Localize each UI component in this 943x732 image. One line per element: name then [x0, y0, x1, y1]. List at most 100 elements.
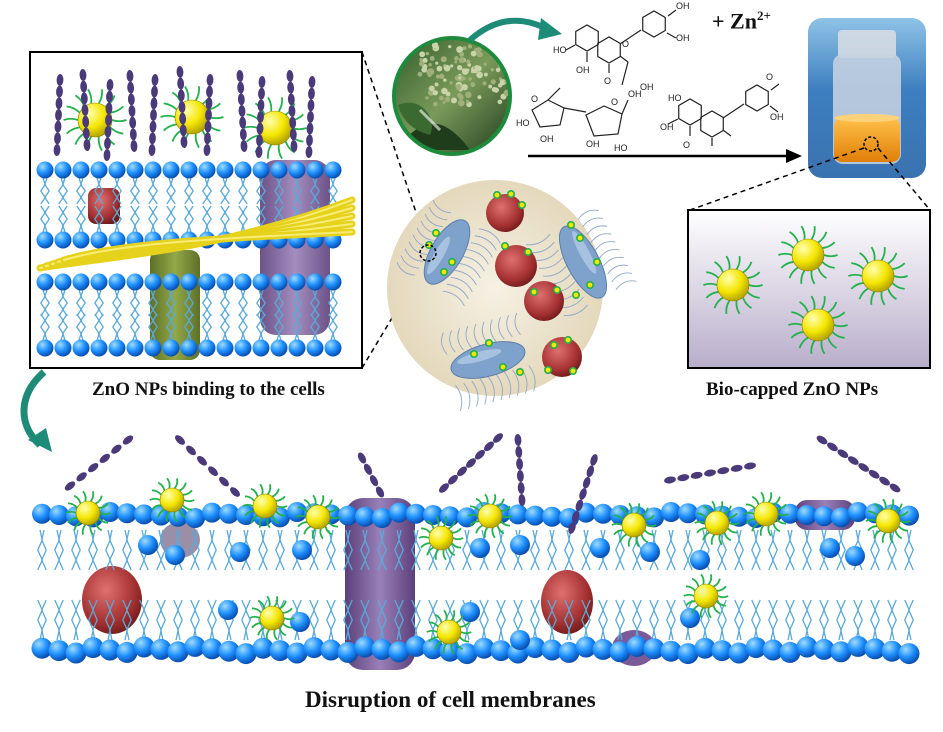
- lipid-tail: [870, 599, 876, 641]
- capping-ligand: [428, 636, 439, 643]
- lipid-head: [406, 503, 426, 524]
- pilus: [506, 314, 513, 338]
- lipid-tail: [534, 529, 540, 571]
- vial-focus-marker: [863, 136, 879, 152]
- glycan-chain: [514, 434, 526, 506]
- capping-ligand: [251, 622, 262, 629]
- sugar-unit: [150, 97, 158, 110]
- pilus: [457, 328, 464, 351]
- sugar-ring: [531, 99, 565, 128]
- capping-ligand: [303, 525, 311, 535]
- lipid-tail: [278, 177, 284, 205]
- capping-ligand: [266, 595, 271, 607]
- bond: [565, 44, 576, 51]
- atom-label: O: [683, 140, 690, 150]
- capping-ligand: [184, 85, 190, 101]
- lipid-head: [235, 643, 257, 665]
- zno-nanoparticle: [694, 500, 740, 546]
- zno-core: [875, 508, 901, 534]
- lipid-head: [54, 273, 72, 291]
- mini-nanoparticle: [500, 242, 509, 251]
- lipid-tail: [398, 599, 404, 641]
- lipid-tail: [58, 177, 64, 205]
- bond: [619, 55, 629, 63]
- sugar-unit: [104, 125, 112, 138]
- lipid-tail: [479, 599, 485, 641]
- lipid-tail: [71, 599, 77, 641]
- capping-ligand: [889, 499, 895, 510]
- flower-bud: [488, 84, 493, 89]
- lipid-tail: [904, 599, 910, 641]
- sugar-unit: [516, 470, 524, 482]
- capping-ligand: [760, 491, 765, 503]
- lipid-tail: [551, 599, 557, 641]
- capping-ligand: [694, 520, 706, 524]
- lipid-tail: [751, 599, 757, 641]
- binding-caption: ZnO NPs binding to the cells: [92, 379, 325, 400]
- pilus: [441, 332, 448, 355]
- lipid-tail: [260, 313, 266, 341]
- capping-ligand: [691, 604, 699, 614]
- capping-ligand: [65, 510, 77, 514]
- capping-ligand: [790, 331, 804, 339]
- zno-core: [753, 501, 779, 527]
- lipid-tail: [823, 599, 829, 641]
- atom-label: O: [604, 76, 611, 86]
- lipid-tail: [130, 289, 136, 317]
- capping-ligand: [151, 504, 162, 511]
- capping-ligand: [850, 282, 864, 290]
- sugar-unit: [149, 120, 157, 133]
- lipid-head: [510, 630, 530, 650]
- lipid-head: [473, 637, 495, 659]
- zno-core: [305, 504, 331, 530]
- capping-ligand: [742, 261, 753, 274]
- lipid-tail: [76, 177, 82, 205]
- capping-ligand: [889, 532, 894, 544]
- mini-nanoparticle: [523, 248, 532, 257]
- lipid-tail: [738, 599, 744, 641]
- lipid-head: [898, 643, 920, 665]
- zno-core: [259, 605, 285, 631]
- bond: [563, 107, 587, 113]
- capping-ligand: [491, 494, 497, 505]
- zno-core: [436, 619, 462, 645]
- sugar-unit: [288, 105, 296, 117]
- flower-bud: [477, 95, 482, 100]
- lipid-tail: [310, 289, 316, 317]
- capping-ligand: [718, 534, 723, 546]
- lipid-head: [54, 339, 72, 357]
- lipid-tail: [245, 599, 251, 641]
- lipid-tail: [292, 313, 298, 341]
- lipid-tail: [156, 529, 162, 571]
- capping-ligand: [98, 517, 109, 524]
- lipid-tail: [377, 599, 383, 641]
- pilus: [577, 209, 599, 220]
- sugar-unit: [466, 458, 476, 468]
- pilus: [416, 227, 436, 241]
- lipid-head: [797, 505, 817, 525]
- pilus: [428, 206, 448, 221]
- capping-ligand: [265, 629, 271, 640]
- capping-ligand: [250, 514, 258, 524]
- lipid-tail: [54, 599, 60, 641]
- lipid-head: [36, 273, 54, 291]
- lipid-tail: [98, 205, 104, 233]
- capping-ligand: [747, 271, 761, 279]
- flower-bud: [429, 56, 435, 61]
- capping-ligand: [250, 487, 259, 497]
- capping-ligand: [251, 607, 262, 614]
- capping-ligand: [702, 504, 711, 514]
- light-glint: [418, 108, 442, 132]
- lipid-tail: [92, 529, 98, 571]
- capping-ligand: [73, 521, 81, 531]
- sugar-unit: [205, 97, 213, 110]
- lipid-head: [90, 161, 108, 179]
- sugar-unit: [53, 144, 61, 156]
- lipid-tail: [768, 599, 774, 641]
- pilus: [590, 233, 612, 243]
- mini-nanoparticle: [585, 280, 594, 289]
- flagellum: [455, 385, 463, 412]
- mini-nanoparticle: [563, 335, 572, 344]
- capping-ligand: [94, 522, 103, 532]
- capping-ligand: [745, 503, 756, 510]
